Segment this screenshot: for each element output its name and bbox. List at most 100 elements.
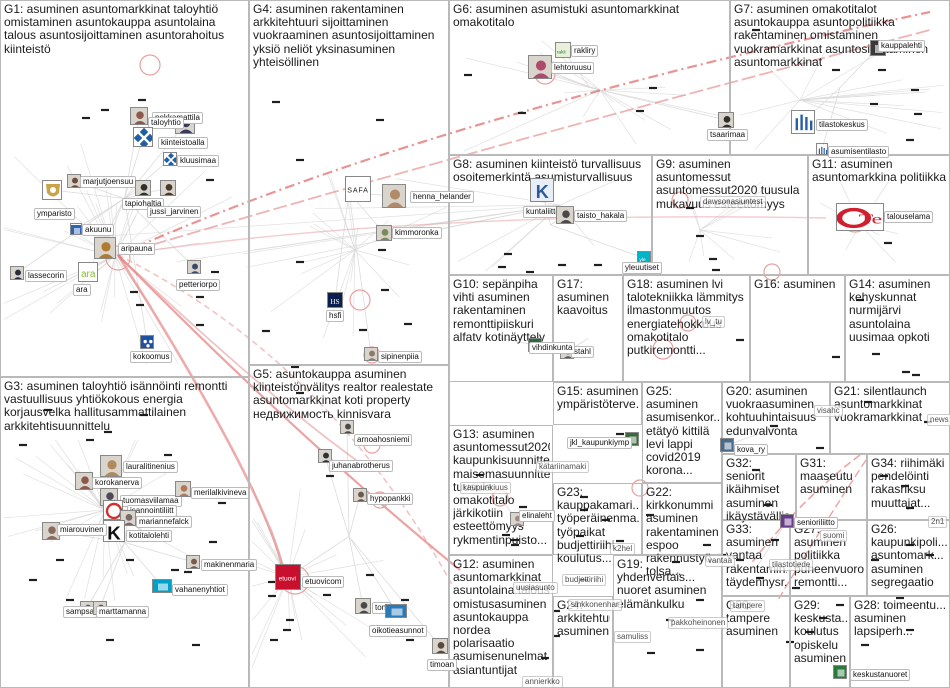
edge-inter-g1-g11 xyxy=(117,216,827,256)
node-lauralitinenius[interactable] xyxy=(100,455,122,477)
node-tilastokeskus[interactable] xyxy=(791,110,815,134)
node-label-asumisentilasto: asumisentilasto xyxy=(828,146,890,158)
node-kiinteistoalla[interactable] xyxy=(133,127,153,147)
node-taloyhtio[interactable] xyxy=(130,107,148,125)
node-hypopankki[interactable] xyxy=(353,488,367,502)
node-korokanerva[interactable] xyxy=(75,472,93,490)
edge-spoke-50 xyxy=(348,536,397,612)
edge-hub1-4 xyxy=(699,229,705,257)
edge-spoke-49 xyxy=(348,536,364,607)
group-box-g3: G3: asuminen taloyhtiö isännöinti remont… xyxy=(0,377,249,688)
node-label-etuovicom: etuovicom xyxy=(302,576,345,588)
node-oikotieasunnot[interactable] xyxy=(385,604,407,618)
node-etuovicom[interactable]: etuovi xyxy=(275,564,301,590)
node-petteriorpo[interactable] xyxy=(187,260,201,274)
edge-g3-14 xyxy=(23,473,106,511)
bars-logo-icon xyxy=(791,110,815,134)
edge-spoke-29 xyxy=(726,427,777,446)
edge-inter-g1-g12b xyxy=(117,254,456,591)
edge-inter-g1-g7b xyxy=(117,29,931,256)
node-label-lassecorin: lassecorin xyxy=(25,270,68,282)
node-safa[interactable]: SAFA xyxy=(345,176,371,202)
group-title-g11: G11: asuminen asuntomarkkina politiikka xyxy=(812,158,947,185)
node-label-sipinenpiia: sipinenpiia xyxy=(378,351,422,363)
node-taisto_hakala[interactable] xyxy=(556,206,574,224)
node-henna_helander[interactable] xyxy=(382,184,406,208)
portrait-icon xyxy=(135,180,151,196)
node-sipinenpiia[interactable] xyxy=(364,347,378,361)
edge-hub3-7 xyxy=(563,89,601,94)
group-box-g31: G31: maaseutu asuminen xyxy=(796,454,867,520)
node-timoan[interactable] xyxy=(432,638,448,654)
square-logo-icon xyxy=(720,438,734,452)
group-title-g28: G28: toimeentu... asuminen lapsiperh... xyxy=(854,599,947,639)
node-label-extra: dawsonasiuntest xyxy=(700,196,766,208)
party-logo-icon xyxy=(140,335,154,349)
node-keskustanuoret[interactable] xyxy=(833,665,847,679)
node-senioriliitto[interactable] xyxy=(780,514,794,528)
group-title-g25: G25: asuminen asumisenkor... etätyö kitt… xyxy=(646,385,719,478)
node-label-extra: sinkkonenhar xyxy=(568,599,622,611)
node-arnoahosniemi[interactable] xyxy=(340,420,354,434)
square-logo-icon xyxy=(70,223,82,235)
node-kova_ry[interactable] xyxy=(720,438,734,452)
edge-hub1-0 xyxy=(699,229,735,260)
group-title-g5: G5: asuntokauppa asuminen kiinteistönväl… xyxy=(253,368,434,421)
node-ymparisto[interactable] xyxy=(42,180,62,200)
node-lehtoruusu[interactable] xyxy=(528,55,552,79)
edge-spoke-45 xyxy=(346,426,350,537)
group-box-g10: G10: sepänpiha vihti asuminen rakentamin… xyxy=(449,275,553,382)
edge-hub3-9 xyxy=(582,89,601,118)
node-aripauna[interactable] xyxy=(94,237,116,259)
portrait-icon xyxy=(130,107,148,125)
edge-g4-7 xyxy=(354,249,400,298)
edge-hub4-9 xyxy=(739,99,801,116)
node-label-lauralitinenius: lauralitinenius xyxy=(123,461,178,473)
node-kokoomus[interactable] xyxy=(140,335,154,349)
node-kimmoronka[interactable] xyxy=(376,225,392,241)
node-marjutjoensuu[interactable] xyxy=(67,174,81,188)
node-tapiohaltia[interactable] xyxy=(135,180,151,196)
node-ara[interactable]: ara xyxy=(78,262,98,282)
node-label-kluusimaa: kluusimaa xyxy=(177,155,220,167)
node-label-ara: ara xyxy=(73,284,91,296)
node-toni[interactable] xyxy=(355,598,371,614)
group-box-g4: G4: asuminen rakentaminen arkkitehtuuri … xyxy=(249,0,449,365)
node-asumisentilasto[interactable] xyxy=(816,143,828,155)
node-label-petteriorpo: petteriorpo xyxy=(176,279,221,291)
group-title-g31: G31: maaseutu asuminen xyxy=(800,457,853,497)
node-lassecorin[interactable] xyxy=(10,266,24,280)
node-makinenmaria[interactable] xyxy=(186,555,200,569)
edge-g3-24 xyxy=(15,457,106,511)
node-talouselama[interactable]: Te xyxy=(836,203,884,231)
node-juhanabrotherus[interactable] xyxy=(318,449,332,463)
group-title-g8: G8: asuminen kiinteistö turvallisuus oso… xyxy=(453,158,642,185)
group-box-g12: G12: asuminen asuntomarkkinat asuntolain… xyxy=(449,555,553,688)
node-merilalkivineva[interactable] xyxy=(175,481,191,497)
node-label-aripauna: aripauna xyxy=(118,243,156,255)
node-tsaarimaa[interactable] xyxy=(718,112,734,128)
node-label-mariannefalck: mariannefalck xyxy=(136,516,192,528)
square-logo-icon xyxy=(152,579,172,593)
node-rakliry[interactable]: rakli xyxy=(555,42,571,58)
edge-hub3-14 xyxy=(599,89,687,96)
node-hsfi[interactable]: HS xyxy=(327,292,343,308)
node-vahanenyhtiot[interactable] xyxy=(152,579,172,593)
node-akuunu[interactable] xyxy=(70,223,82,235)
node-jussi_jarvinen[interactable] xyxy=(160,180,176,196)
diamond-logo-icon xyxy=(163,152,177,166)
svg-text:K: K xyxy=(536,182,549,202)
group-box-g29: G29: keskusta... koulutus opiskelu asumi… xyxy=(790,596,850,688)
node-kluusimaa[interactable] xyxy=(163,152,177,166)
edge-hub1-7 xyxy=(699,229,781,253)
group-title-g33: G33: asuminen vantaa rakentamin... täyde… xyxy=(726,523,787,589)
edge-hub0-1 xyxy=(314,204,561,209)
edge-spoke-17 xyxy=(334,192,350,301)
node-label-henna_helander: henna_helander xyxy=(410,191,474,203)
edge-g4-6 xyxy=(354,227,359,251)
node-label-kova_ry: kova_ry xyxy=(734,444,769,456)
node-kuntaliitto[interactable]: K xyxy=(530,178,554,202)
bars-logo-icon xyxy=(816,143,828,155)
edge-g3-4 xyxy=(3,509,106,519)
edge-hub4-8 xyxy=(799,91,927,101)
